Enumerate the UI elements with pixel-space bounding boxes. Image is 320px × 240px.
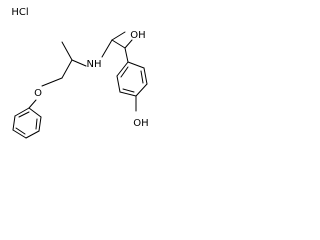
hydroxyphenyl-ring-bond <box>143 67 148 85</box>
hydroxyphenyl-ring-bond <box>135 83 148 97</box>
ether-oxygen-label: O <box>34 88 42 99</box>
side-hydroxyl-label: OH <box>130 30 145 41</box>
ch-to-ch2-bond <box>61 59 73 79</box>
amine-label: NH <box>87 59 102 70</box>
phenol-hydroxyl-label: OH <box>133 118 148 129</box>
hydroxyphenyl-ring-bond <box>116 75 121 93</box>
chain-bond-c1-c2 <box>111 39 126 49</box>
hydrochloride-label: HCl <box>11 7 28 18</box>
chain-bond-to-ring <box>124 47 129 63</box>
phenoxy-ring <box>12 107 42 139</box>
phenoxy-double-bond <box>35 118 38 130</box>
hydroxyphenyl-ring-bond <box>127 61 145 69</box>
nh-to-ch-bond <box>71 59 87 67</box>
chain-bond-to-nh <box>101 39 113 58</box>
phenoxy-ring-bond <box>25 130 40 139</box>
phenoxy-ring-bond <box>14 107 30 117</box>
oxygen-to-phenyl-bond <box>28 99 37 109</box>
chemical-structure-diagram: HCl OH NH O <box>11 7 149 139</box>
hydroxyphenyl-double-bond <box>140 70 144 84</box>
hydroxyphenyl-ring <box>116 61 148 112</box>
methyl-branch-bond <box>61 41 73 61</box>
ch2-to-oxygen-bond <box>41 77 63 87</box>
phenoxy-ring-bond <box>12 129 27 139</box>
phenoxy-ring-bond <box>38 116 42 132</box>
hydroxyphenyl-double-bond <box>122 88 135 93</box>
hydroxyphenyl-ring-bond <box>119 91 137 97</box>
upper-chain-bonds <box>101 31 133 63</box>
hydrochloride-label-group: HCl <box>11 7 28 18</box>
phenoxy-ring-bond <box>28 107 42 118</box>
chain-bond-to-oh <box>124 39 133 49</box>
middle-chain-bonds <box>41 41 87 87</box>
hydroxyphenyl-ring-bond <box>116 61 129 77</box>
methyl-bond <box>111 31 126 41</box>
phenoxy-ring-bond <box>12 115 16 131</box>
phenoxy-double-bond <box>15 127 26 135</box>
hydroxyphenyl-double-bond <box>120 66 129 78</box>
phenoxy-double-bond <box>18 111 30 118</box>
